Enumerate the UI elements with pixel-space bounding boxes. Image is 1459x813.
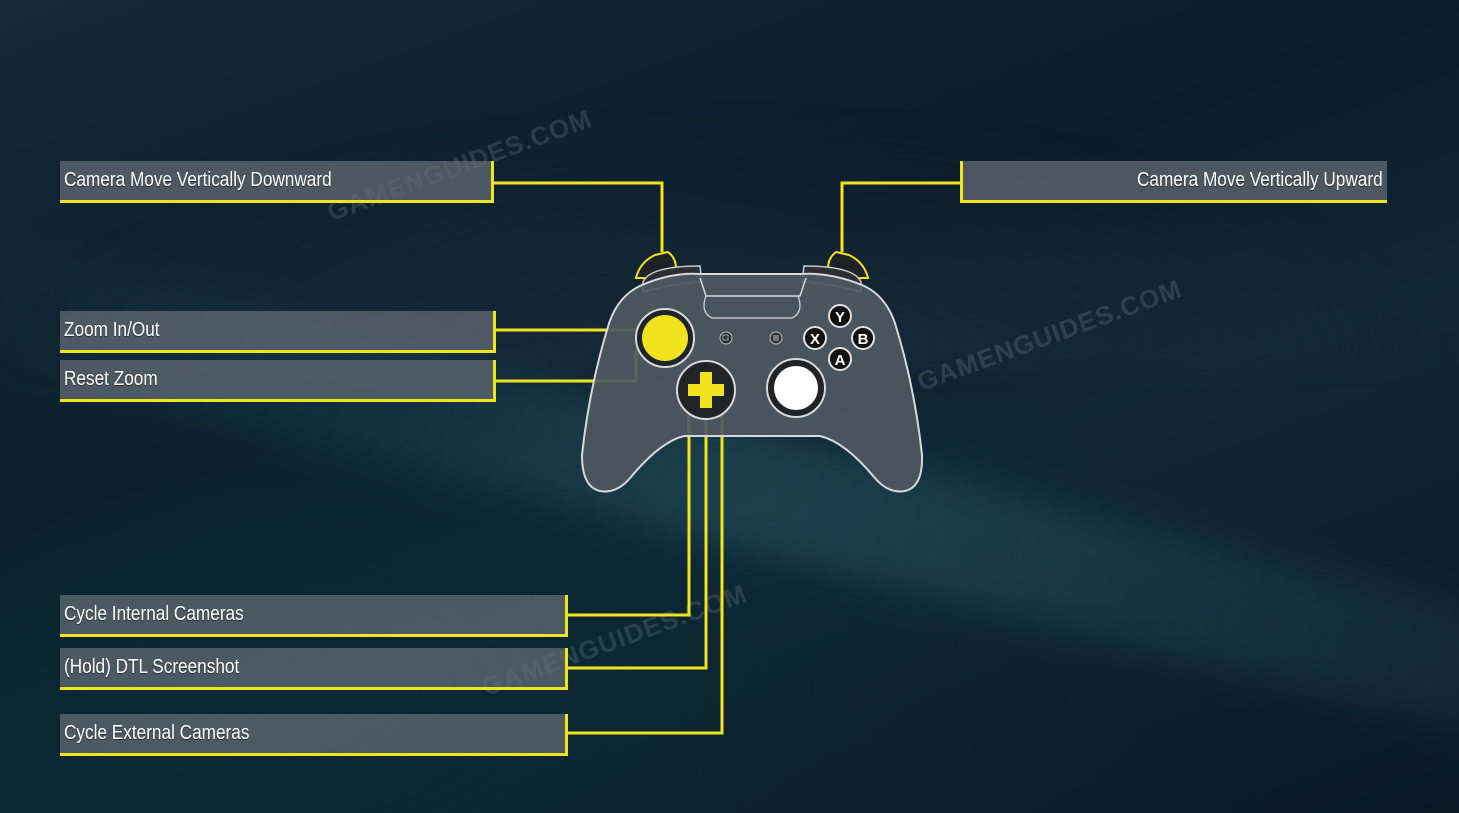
d-pad	[676, 360, 736, 420]
svg-text:Y: Y	[835, 309, 845, 326]
rb-binding-label: Camera Move Vertically Upward	[960, 161, 1387, 203]
dpad-right-binding-label: Cycle External Cameras	[60, 714, 568, 756]
left-stick	[635, 308, 695, 368]
dpad-right-connector-line	[568, 410, 724, 735]
lb-binding-label: Camera Move Vertically Downward	[60, 161, 494, 203]
face-button-x: X	[803, 326, 827, 350]
dpad-left-binding-label: Cycle Internal Cameras	[60, 595, 568, 637]
view-button	[719, 331, 733, 345]
face-button-b: B	[851, 326, 875, 350]
svg-text:A: A	[835, 352, 846, 369]
svg-text:B: B	[858, 331, 869, 348]
svg-text:X: X	[810, 331, 820, 348]
menu-button	[769, 331, 783, 345]
face-button-a: A	[828, 347, 852, 371]
left-stick-press-binding-label: Reset Zoom	[60, 360, 496, 402]
dpad-up-binding-label: (Hold) DTL Screenshot	[60, 648, 568, 690]
rb-connector-line	[840, 181, 962, 252]
dpad-up-connector-line	[568, 410, 708, 670]
face-button-y: Y	[828, 304, 852, 328]
dpad-left-connector-line	[568, 410, 691, 617]
right-stick	[766, 358, 826, 418]
left-stick-binding-label: Zoom In/Out	[60, 311, 496, 353]
controller-body	[580, 272, 924, 493]
lb-connector-line	[494, 181, 664, 252]
